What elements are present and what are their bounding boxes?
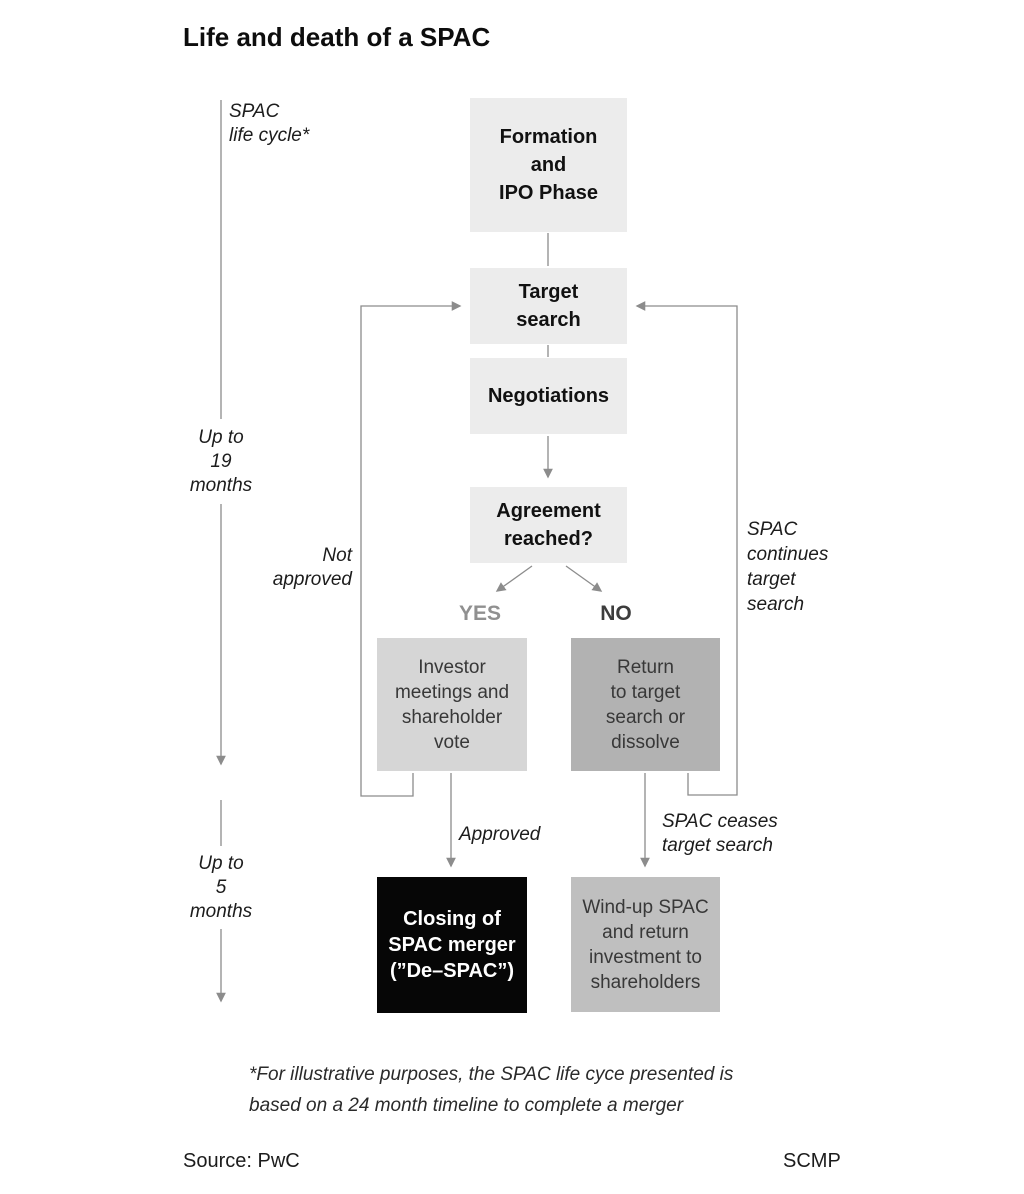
node-formation-ipo-phase: Formation and IPO Phase [470, 98, 627, 232]
timeline-duration-19-months: Up to 19 months [189, 427, 253, 496]
branch-label-yes: YES [458, 602, 502, 625]
edge-continue-search-loop [635, 301, 738, 796]
edge-label-not-approved: Not approved [272, 545, 352, 590]
source-credit: Source: PwC [183, 1150, 300, 1172]
footnote: *For illustrative purposes, the SPAC lif… [249, 1064, 734, 1116]
edge-label-spac-continues: SPAC continues target search [747, 519, 829, 615]
edge-label-approved: Approved [459, 824, 541, 845]
timeline-duration-5-months: Up to 5 months [189, 853, 253, 922]
node-agreement-reached: Agreement reached? [470, 487, 627, 563]
edge-label-spac-ceases: SPAC ceases target search [662, 811, 778, 856]
node-return-or-dissolve: Return to target search or dissolve [571, 638, 720, 771]
branch-label-no: NO [600, 602, 632, 625]
node-wind-up-spac: Wind-up SPAC and return investment to sh… [571, 877, 720, 1012]
publisher-credit: SCMP [783, 1150, 841, 1172]
node-negotiations: Negotiations [470, 358, 627, 434]
edge-not-approved-loop [360, 301, 462, 797]
edge-agreement-to-no [565, 565, 603, 592]
edge-agreement-to-yes [495, 565, 533, 592]
node-target-search: Target search [470, 268, 627, 344]
node-closing-de-spac: Closing of SPAC merger (”De–SPAC”) [377, 877, 527, 1013]
timeline-axis-label: SPAC life cycle* [229, 101, 310, 146]
chart-title: Life and death of a SPAC [183, 22, 491, 52]
node-investor-meetings-vote: Investor meetings and shareholder vote [377, 638, 527, 771]
